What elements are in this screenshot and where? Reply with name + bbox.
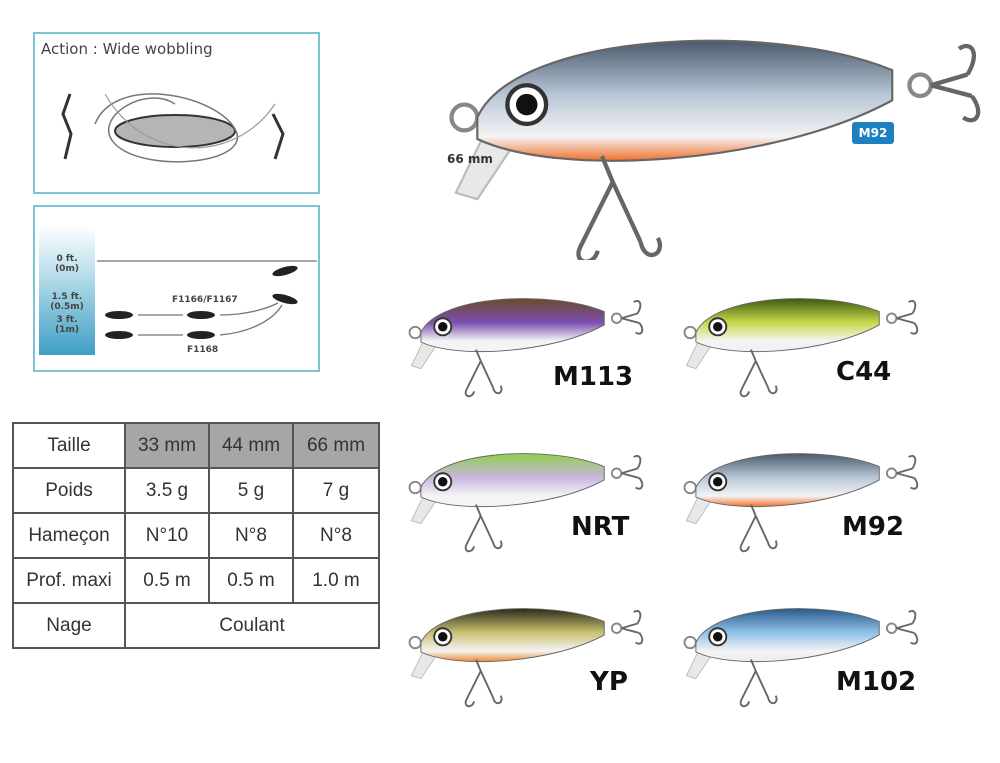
color-code: C44 [836, 357, 892, 387]
row-label: Prof. maxi [12, 557, 126, 604]
table-row: Nage Coulant [12, 602, 380, 649]
color-code: M113 [553, 362, 634, 392]
lure-image-m113 [408, 298, 644, 398]
depth-label: 0 ft. [56, 254, 78, 264]
hero-lure-image [449, 39, 981, 260]
table-row: Hameçon N°10 N°8 N°8 [12, 512, 380, 559]
lure-image-m102 [683, 608, 919, 708]
header-cell: 66 mm [292, 422, 380, 469]
action-diagram: Action : Wide wobbling [33, 32, 320, 194]
depth-label: 3 ft. [56, 315, 78, 325]
cell: N°8 [208, 512, 294, 559]
color-code: M102 [836, 667, 917, 697]
header-cell: 44 mm [208, 422, 294, 469]
cell: N°8 [292, 512, 380, 559]
color-badge: M92 [852, 122, 894, 144]
depth-diagram: 0 ft.(0m) 1.5 ft.(0.5m) 3 ft.(1m) F1166/… [33, 205, 320, 372]
cell: 7 g [292, 467, 380, 514]
row-label: Hameçon [12, 512, 126, 559]
depth-label-metric: (0m) [55, 264, 79, 274]
spec-table: Taille 33 mm 44 mm 66 mm Poids 3.5 g 5 g… [12, 422, 380, 649]
cell: N°10 [124, 512, 210, 559]
model-label-bottom: F1168 [187, 345, 219, 355]
color-code: M92 [842, 512, 905, 542]
table-row: Poids 3.5 g 5 g 7 g [12, 467, 380, 514]
table-row: Prof. maxi 0.5 m 0.5 m 1.0 m [12, 557, 380, 604]
action-title: Action : Wide wobbling [41, 40, 213, 58]
wobbling-illustration [61, 93, 285, 163]
depth-label-metric: (0.5m) [50, 302, 84, 312]
header-cell: Taille [12, 422, 126, 469]
row-label: Nage [12, 602, 126, 649]
size-label: 66 mm [447, 152, 493, 166]
cell: 3.5 g [124, 467, 210, 514]
table-header-row: Taille 33 mm 44 mm 66 mm [12, 422, 380, 469]
cell: 1.0 m [292, 557, 380, 604]
cell: Coulant [124, 602, 380, 649]
lure-image-m92 [683, 453, 919, 553]
lure-image-nrt [408, 453, 644, 553]
color-code: NRT [571, 512, 630, 542]
cell: 0.5 m [124, 557, 210, 604]
depth-label: 1.5 ft. [51, 292, 83, 302]
header-cell: 33 mm [124, 422, 210, 469]
color-code: YP [590, 667, 628, 697]
cell: 0.5 m [208, 557, 294, 604]
depth-scale [39, 225, 95, 355]
depth-label-metric: (1m) [55, 325, 79, 335]
cell: 5 g [208, 467, 294, 514]
model-label-top: F1166/F1167 [172, 295, 238, 305]
lure-image-yp [408, 608, 644, 708]
lure-image-c44 [683, 298, 919, 398]
depth-curves [97, 260, 317, 339]
row-label: Poids [12, 467, 126, 514]
